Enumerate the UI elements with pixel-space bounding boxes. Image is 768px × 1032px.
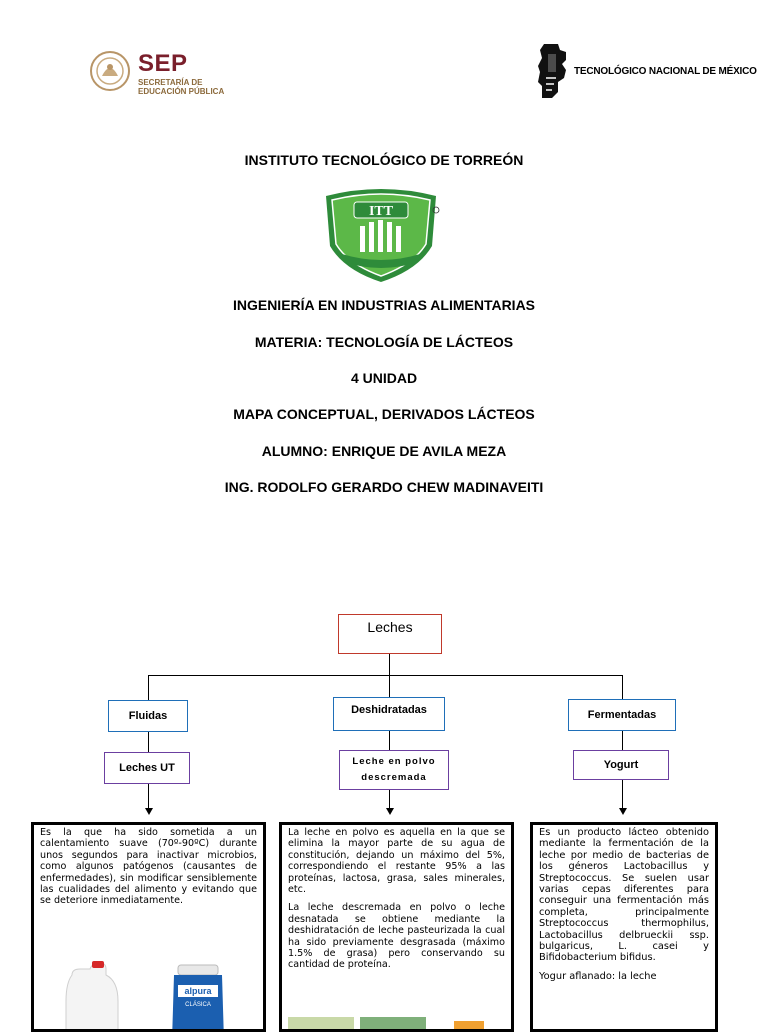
connector bbox=[622, 675, 623, 699]
connector bbox=[148, 732, 149, 752]
description-fermentadas: Es un producto lácteo obtenido mediante … bbox=[530, 822, 718, 1032]
itt-abbr: ITT bbox=[369, 204, 394, 219]
student-name: ALUMNO: ENRIQUE DE AVILA MEZA bbox=[261, 443, 507, 459]
node-yogurt: Yogurt bbox=[573, 750, 669, 780]
description-paragraph: Es la que ha sido sometida a un calentam… bbox=[40, 827, 257, 907]
unit-title: 4 UNIDAD bbox=[350, 370, 418, 386]
sep-wordmark: SEP bbox=[138, 50, 188, 77]
product-label: alpura bbox=[184, 986, 212, 996]
connector bbox=[622, 780, 623, 810]
connector bbox=[148, 675, 622, 676]
description-paragraph: La leche descremada en polvo o leche des… bbox=[288, 902, 505, 971]
node-fermentadas: Fermentadas bbox=[568, 699, 676, 731]
subject-title: MATERIA: TECNOLOGÍA DE LÁCTEOS bbox=[254, 334, 514, 350]
node-leches-ut: Leches UT bbox=[104, 752, 190, 784]
arrow-down-icon bbox=[618, 808, 627, 815]
itt-shield-icon: ITT bbox=[326, 189, 440, 282]
itt-logo: ITT bbox=[318, 186, 444, 286]
milk-products-illustration: alpura CLÁSICA bbox=[65, 961, 224, 1029]
work-title: MAPA CONCEPTUAL, DERIVADOS LÁCTEOS bbox=[233, 406, 535, 422]
connector bbox=[389, 731, 390, 750]
mexico-seal-icon bbox=[90, 51, 130, 91]
gear-head-icon bbox=[538, 44, 566, 98]
connector bbox=[622, 731, 623, 750]
product-photo bbox=[454, 1021, 484, 1029]
description-paragraph: Es un producto lácteo obtenido mediante … bbox=[539, 827, 709, 964]
product-photo bbox=[288, 1017, 354, 1029]
description-paragraph: Yogur aflanado: la leche bbox=[539, 970, 657, 982]
description-deshidratadas: La leche en polvo es aquella en la que s… bbox=[279, 822, 514, 1032]
sep-subtitle-1: SECRETARÍA DE bbox=[138, 78, 203, 87]
connector bbox=[148, 784, 149, 810]
arrow-down-icon bbox=[144, 808, 153, 815]
sep-subtitle-2: EDUCACIÓN PÚBLICA bbox=[138, 87, 225, 96]
root-node-leches: Leches bbox=[338, 614, 442, 654]
node-leche-en-polvo: Leche en polvo descremada bbox=[339, 750, 449, 790]
connector bbox=[389, 654, 390, 675]
node-deshidratadas: Deshidratadas bbox=[333, 697, 445, 731]
institute-title: INSTITUTO TECNOLÓGICO DE TORREÓN bbox=[244, 152, 524, 168]
tecnm-logo: TECNOLÓGICO NACIONAL DE MÉXICO bbox=[536, 42, 757, 102]
arrow-down-icon bbox=[385, 808, 394, 815]
description-paragraph: La leche en polvo es aquella en la que s… bbox=[288, 827, 505, 896]
node-leche-en-polvo-line-1: Leche en polvo bbox=[352, 756, 436, 767]
teacher-name: ING. RODOLFO GERARDO CHEW MADINAVEITI bbox=[224, 479, 544, 495]
connector bbox=[389, 790, 390, 810]
product-sub: CLÁSICA bbox=[185, 1001, 211, 1008]
node-fluidas: Fluidas bbox=[108, 700, 188, 732]
career-title: INGENIERÍA EN INDUSTRIAS ALIMENTARIAS bbox=[232, 297, 536, 313]
tecnm-wordmark: TECNOLÓGICO NACIONAL DE MÉXICO bbox=[574, 66, 757, 77]
sep-logo: SEP SECRETARÍA DE EDUCACIÓN PÚBLICA bbox=[88, 48, 228, 98]
connector bbox=[148, 675, 149, 700]
description-fluidas: Es la que ha sido sometida a un calentam… bbox=[31, 822, 266, 1032]
product-photo bbox=[360, 1017, 426, 1029]
connector bbox=[389, 675, 390, 697]
node-leche-en-polvo-line-2: descremada bbox=[361, 772, 427, 783]
